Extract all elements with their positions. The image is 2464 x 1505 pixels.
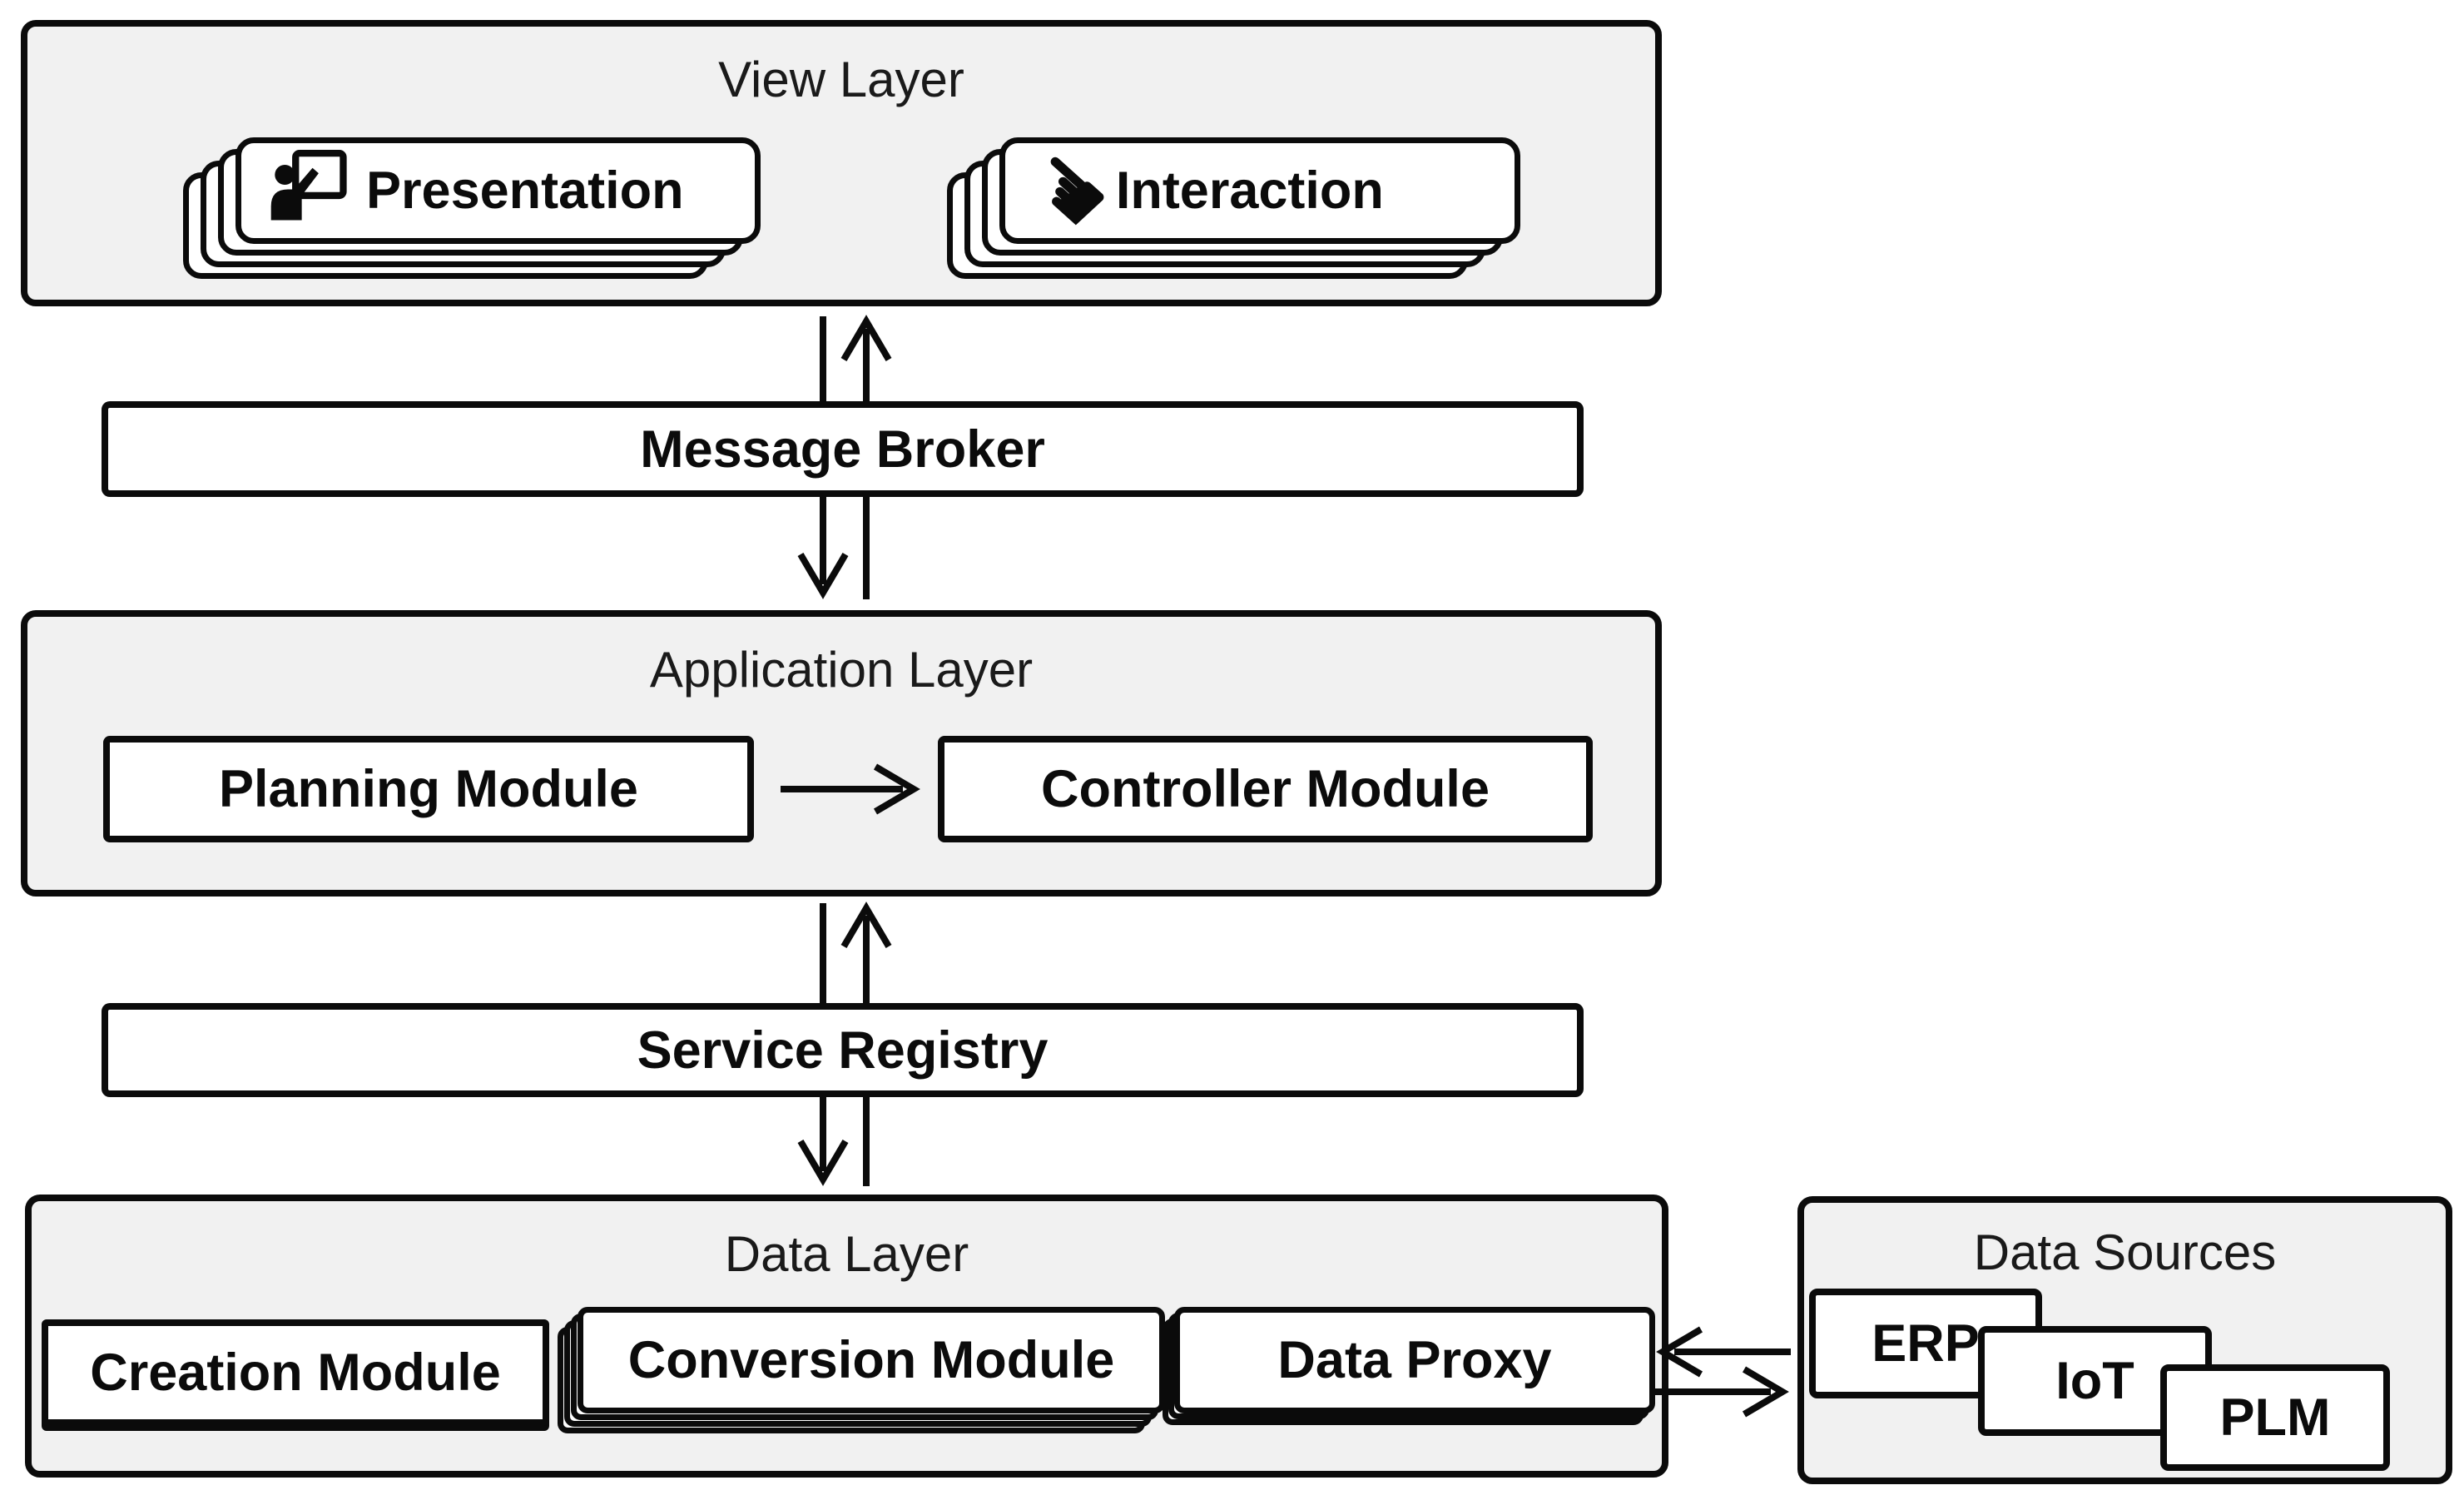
service-registry-label: Service Registry [637,1021,1049,1080]
message-broker-label: Message Broker [640,420,1045,479]
presentation-label: Presentation [366,161,684,220]
data-sources-title: Data Sources [1973,1224,2277,1280]
presentation-stack: Presentation [183,137,761,279]
data-layer-title: Data Layer [724,1226,969,1282]
service-registry-bar: Service Registry [102,1003,1584,1097]
controller-module-label: Controller Module [1041,760,1490,818]
planning-module-label: Planning Module [219,760,638,818]
data-proxy-stack: Data Proxy [1163,1307,1655,1425]
data-proxy-label: Data Proxy [1277,1331,1552,1389]
message-broker-bar: Message Broker [102,401,1584,497]
plm-label: PLM [2219,1388,2331,1447]
interaction-stack: ☚ Interaction [947,125,1520,279]
data-proxy-box: Data Proxy [1174,1307,1655,1413]
arrow-sources-to-proxy [1656,1326,1791,1378]
application-layer-title: Application Layer [649,642,1034,698]
planning-module-box: Planning Module [103,736,754,842]
controller-module-box: Controller Module [938,736,1593,842]
interaction-label: Interaction [1115,161,1384,220]
creation-module-label: Creation Module [90,1344,501,1402]
conversion-module-stack: Conversion Module [558,1307,1165,1433]
arrow-proxy-to-sources [1654,1366,1789,1418]
conversion-module-box: Conversion Module [578,1307,1165,1413]
view-layer-title: View Layer [718,52,964,107]
interaction-card: ☚ Interaction [999,125,1520,256]
iot-label: IoT [2055,1352,2134,1410]
conversion-module-label: Conversion Module [627,1331,1115,1389]
presentation-card: Presentation [235,137,761,244]
creation-module-box: Creation Module [42,1319,549,1426]
pointing-hand-icon: ☚ [1002,124,1133,256]
presenter-icon [268,149,348,233]
erp-label: ERP [1872,1314,1980,1373]
plm-card: PLM [2160,1364,2390,1471]
